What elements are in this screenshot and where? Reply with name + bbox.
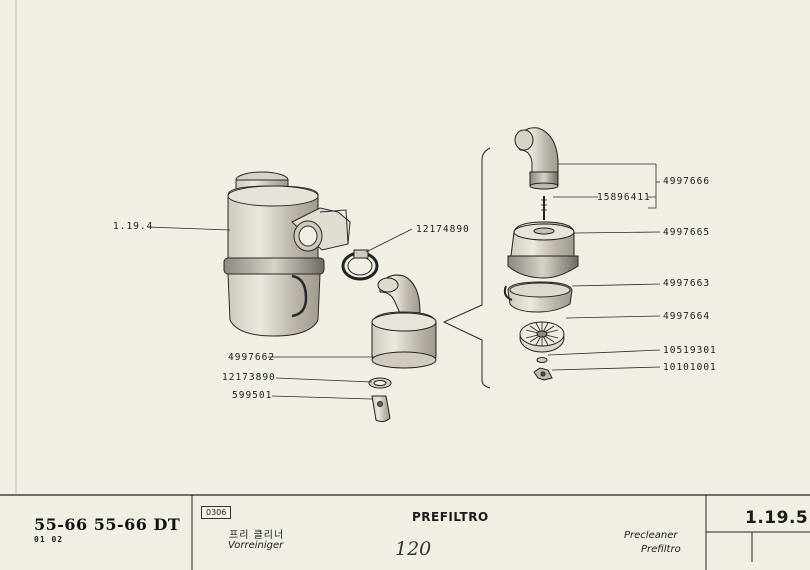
title-block-lines [0, 494, 810, 570]
group-bracket [442, 147, 491, 389]
elbow-pipe [514, 127, 559, 190]
washer [536, 357, 548, 363]
air-cleaner-assembly [223, 171, 351, 337]
mounting-support [371, 395, 391, 423]
title-french: Prefiltro [641, 544, 681, 555]
label-prefilter-body: 4997662 [228, 352, 276, 363]
label-wing-nut: 10101001 [663, 362, 717, 373]
prefilter-cap [507, 221, 579, 279]
title-italian: PREFILTRO [412, 510, 489, 524]
handwritten-number: 120 [395, 538, 432, 560]
label-clamp-upper: 12174890 [416, 224, 470, 235]
label-assembly-ref: 1.19.4 [113, 221, 154, 232]
model-designation: 55-66 55-66 DT [34, 515, 181, 534]
wing-nut [533, 367, 553, 381]
prefilter-body [371, 274, 437, 369]
page-reference: 1.19.5 [745, 508, 809, 528]
screen-disc [519, 321, 565, 353]
title-german: Vorreiniger [228, 540, 284, 551]
title-english: Precleaner [624, 530, 678, 541]
stud [541, 196, 547, 220]
hose-clamp-upper [341, 249, 379, 281]
label-bowl: 4997663 [663, 278, 711, 289]
section-code: 0306 [201, 506, 232, 519]
model-sub-codes: 01 02 [34, 535, 64, 544]
hose-clamp-lower [368, 377, 392, 389]
prefilter-bowl [503, 281, 573, 313]
label-elbow-group: 4997666 [663, 176, 711, 187]
label-support: 599501 [232, 390, 273, 401]
label-cap: 4997665 [663, 227, 711, 238]
label-stud: 15896411 [597, 192, 651, 203]
label-clamp-lower: 12173890 [222, 372, 276, 383]
title-korean: 프리 클리너 [229, 530, 285, 541]
label-screen: 4997664 [663, 311, 711, 322]
leader-lines [146, 163, 661, 400]
label-washer: 10519301 [663, 345, 717, 356]
